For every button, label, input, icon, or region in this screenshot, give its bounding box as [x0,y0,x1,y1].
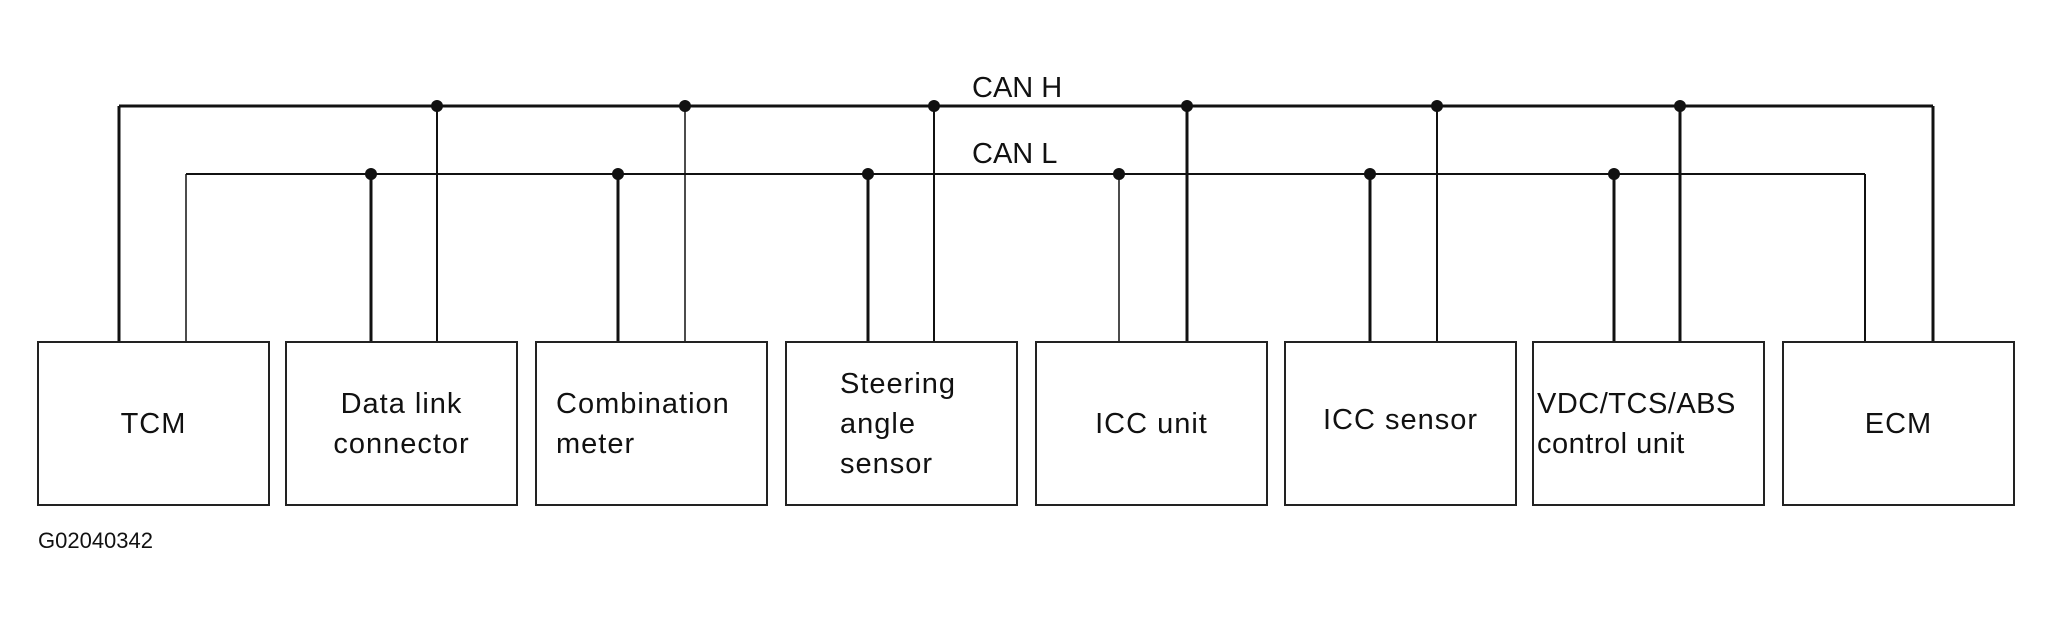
can-l-label: CAN L [972,138,1057,170]
figure-id: G02040342 [38,528,153,553]
combination-meter-box [535,341,768,506]
tcm-box [37,341,270,506]
can-h-junction-node [1181,100,1193,112]
steering-angle-sensor-box [785,341,1018,506]
tcm-label: TCM [120,407,187,440]
can-h-junction-node [928,100,940,112]
vdc-tcs-abs-label: VDC/TCS/ABS control unit [1537,387,1736,460]
can-h-junction-node [679,100,691,112]
icc-sensor-box [1284,341,1517,506]
steering-angle-sensor-label: Steering angle sensor [840,367,957,480]
data-link-connector-label: Data link connector [333,387,470,460]
can-l-junction-node [862,168,874,180]
combination-meter-label: Combination meter [556,387,730,460]
can-l-junction-node [1608,168,1620,180]
can-h-junction-node [1674,100,1686,112]
can-h-junction-node [431,100,443,112]
data-link-connector-box [285,341,518,506]
can-l-junction-node [612,168,624,180]
icc-sensor-label: ICC sensor [1322,403,1479,436]
can-l-junction-node [1113,168,1125,180]
ecm-label: ECM [1864,407,1933,440]
icc-unit-box [1035,341,1268,506]
can-h-label: CAN H [972,72,1062,104]
icc-unit-label: ICC unit [1095,407,1208,440]
can-l-junction-node [365,168,377,180]
ecm-box [1782,341,2015,506]
can-l-junction-node [1364,168,1376,180]
can-h-junction-node [1431,100,1443,112]
vdc-tcs-abs-box [1532,341,1765,506]
